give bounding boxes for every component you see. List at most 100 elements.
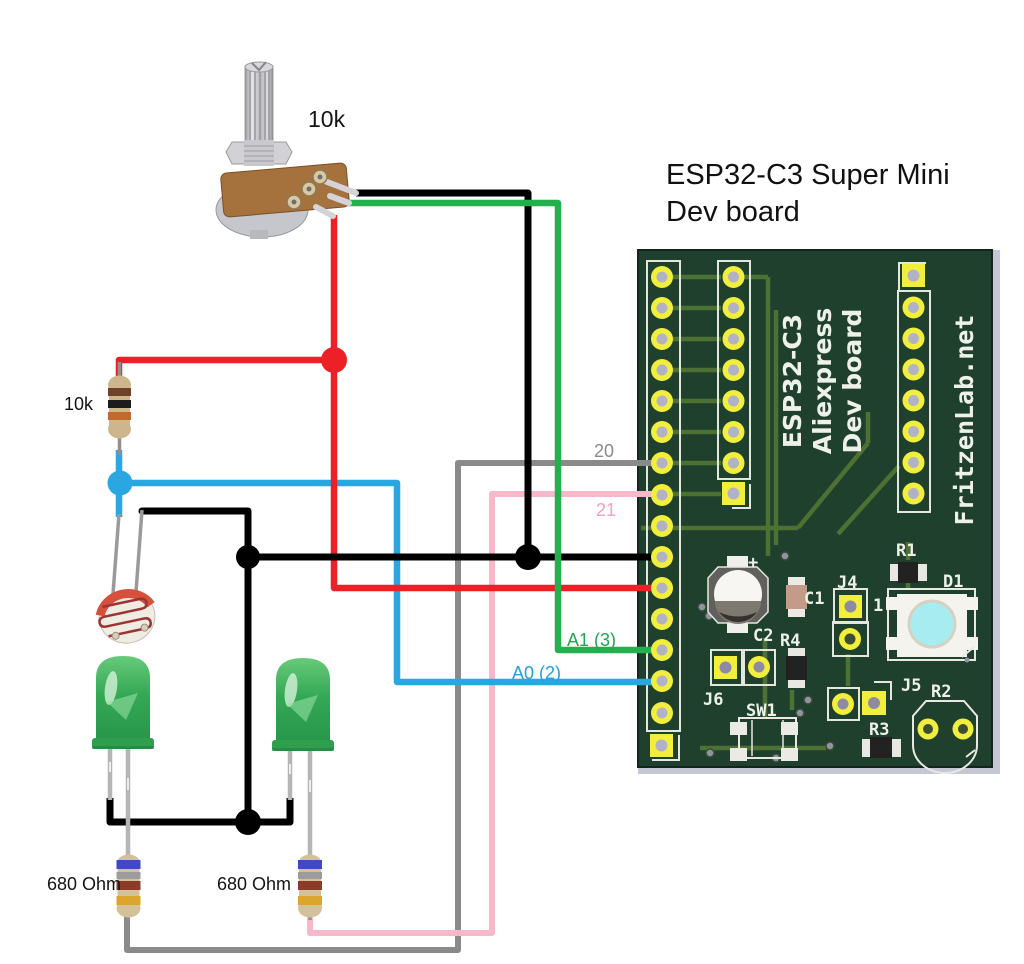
ldr-photoresistor bbox=[95, 509, 156, 644]
pcb-pad bbox=[651, 577, 673, 599]
pcb-pad bbox=[722, 390, 745, 412]
junction-blue bbox=[107, 470, 133, 496]
label-j4: J4 bbox=[837, 573, 857, 593]
pcb-pad bbox=[722, 452, 745, 474]
pcb-pad bbox=[722, 421, 745, 443]
wire-ground-leds bbox=[106, 798, 294, 826]
led1-resistor-680 bbox=[116, 854, 141, 920]
resistor-r3 bbox=[862, 737, 901, 758]
pcb-square-pad bbox=[722, 482, 745, 505]
pcb-pad bbox=[651, 639, 673, 661]
pcb-pad bbox=[651, 390, 673, 412]
wire-a0-blue bbox=[120, 479, 664, 686]
wire-label-a1: A1 (3) bbox=[567, 630, 616, 650]
silkscreen-line3: Dev board bbox=[838, 309, 867, 454]
pcb-pad bbox=[651, 546, 673, 568]
pcb-pad bbox=[651, 702, 673, 724]
j5-pads bbox=[827, 687, 886, 721]
pcb-pads bbox=[650, 264, 925, 757]
inner-header-outline bbox=[717, 260, 751, 480]
pcb-pad bbox=[902, 482, 925, 505]
led-2 bbox=[272, 658, 334, 858]
label-r4: R4 bbox=[780, 631, 800, 651]
pcb-components: + bbox=[652, 262, 979, 774]
j4-pads bbox=[832, 588, 869, 657]
diagram-title-line2: Dev board bbox=[666, 196, 800, 228]
wires bbox=[106, 189, 667, 953]
bracket-right-top-pad bbox=[898, 262, 926, 290]
wire-ground-pot bbox=[356, 189, 532, 557]
label-j6: J6 bbox=[703, 690, 723, 710]
pcb-pad bbox=[651, 670, 673, 692]
silkscreen-line1: ESP32-C3 bbox=[778, 314, 807, 448]
right-header-outline bbox=[897, 290, 931, 513]
brand-label: FritzenLab.net bbox=[950, 315, 979, 526]
pcb-pad bbox=[722, 266, 745, 288]
pcb-pad bbox=[651, 608, 673, 630]
switch-sw1 bbox=[730, 717, 798, 761]
pullup-resistor-10k bbox=[108, 362, 131, 455]
led2-resistor-label: 680 Ohm bbox=[217, 874, 291, 894]
pcb-pad bbox=[651, 266, 673, 288]
diagram-title-line1: ESP32-C3 Super Mini bbox=[666, 159, 950, 191]
pcb-vias bbox=[697, 551, 835, 763]
j6-pads bbox=[710, 649, 776, 686]
wire-label-gpio20: 20 bbox=[594, 441, 614, 461]
bracket-bottom-left-pad bbox=[652, 735, 680, 761]
resistor-r4 bbox=[786, 648, 807, 688]
pcb-pad bbox=[651, 328, 673, 350]
pot-lugs bbox=[313, 177, 359, 219]
junction-dots bbox=[107, 347, 541, 835]
label-r1: R1 bbox=[896, 541, 916, 561]
wire-power-red-main bbox=[330, 215, 664, 592]
cap-polarity-label: + bbox=[748, 553, 758, 573]
button-d1 bbox=[886, 588, 978, 663]
led2-resistor-680 bbox=[298, 854, 322, 920]
pcb-pad bbox=[722, 328, 745, 350]
pcb-square-pad bbox=[902, 264, 925, 287]
pcb-board bbox=[637, 249, 1000, 774]
led-1 bbox=[92, 656, 154, 858]
wire-power-red-branch bbox=[115, 356, 334, 376]
pot-bushing bbox=[244, 140, 274, 166]
led1-resistor-label: 680 Ohm bbox=[47, 874, 121, 894]
pcb-pad bbox=[902, 420, 925, 443]
capacitor-c1 bbox=[786, 577, 807, 617]
electrolytic-capacitor bbox=[707, 556, 769, 633]
component-r2 bbox=[912, 700, 978, 774]
label-r2: R2 bbox=[931, 682, 951, 702]
label-j5: J5 bbox=[901, 676, 921, 696]
label-r3: R3 bbox=[869, 720, 889, 740]
pcb-pad bbox=[651, 515, 673, 537]
pcb-pad bbox=[902, 451, 925, 474]
label-d1: D1 bbox=[943, 572, 963, 592]
label-c2: C2 bbox=[753, 626, 773, 646]
label-pin1: 1 bbox=[873, 596, 883, 616]
wire-label-gpio21: 21 bbox=[596, 500, 616, 520]
junction-red bbox=[321, 347, 347, 373]
wire-a1-green bbox=[346, 199, 664, 654]
pcb-traces bbox=[641, 274, 911, 751]
label-sw1: SW1 bbox=[746, 701, 777, 721]
bracket-inner-pad bbox=[732, 484, 751, 509]
pcb-pad bbox=[902, 296, 925, 319]
pcb-square-pad bbox=[650, 734, 673, 757]
pcb-pad bbox=[902, 327, 925, 350]
bracket-j5-pad bbox=[874, 681, 892, 700]
wire-ground-ldr bbox=[138, 507, 252, 826]
potentiometer bbox=[215, 61, 359, 239]
pcb-pad bbox=[722, 359, 745, 381]
pcb-pad bbox=[651, 484, 673, 506]
pot-wafer bbox=[220, 162, 350, 218]
pcb-pad bbox=[651, 421, 673, 443]
wire-gpio21-pink bbox=[307, 491, 667, 936]
pcb-pad bbox=[651, 359, 673, 381]
pcb-pad bbox=[651, 297, 673, 319]
pcb-pad bbox=[651, 452, 673, 474]
label-c1: C1 bbox=[804, 589, 824, 609]
pcb-pad bbox=[722, 297, 745, 319]
pcb-pad bbox=[902, 358, 925, 381]
pot-value-label: 10k bbox=[308, 106, 346, 132]
wire-label-a0: A0 (2) bbox=[512, 663, 561, 683]
